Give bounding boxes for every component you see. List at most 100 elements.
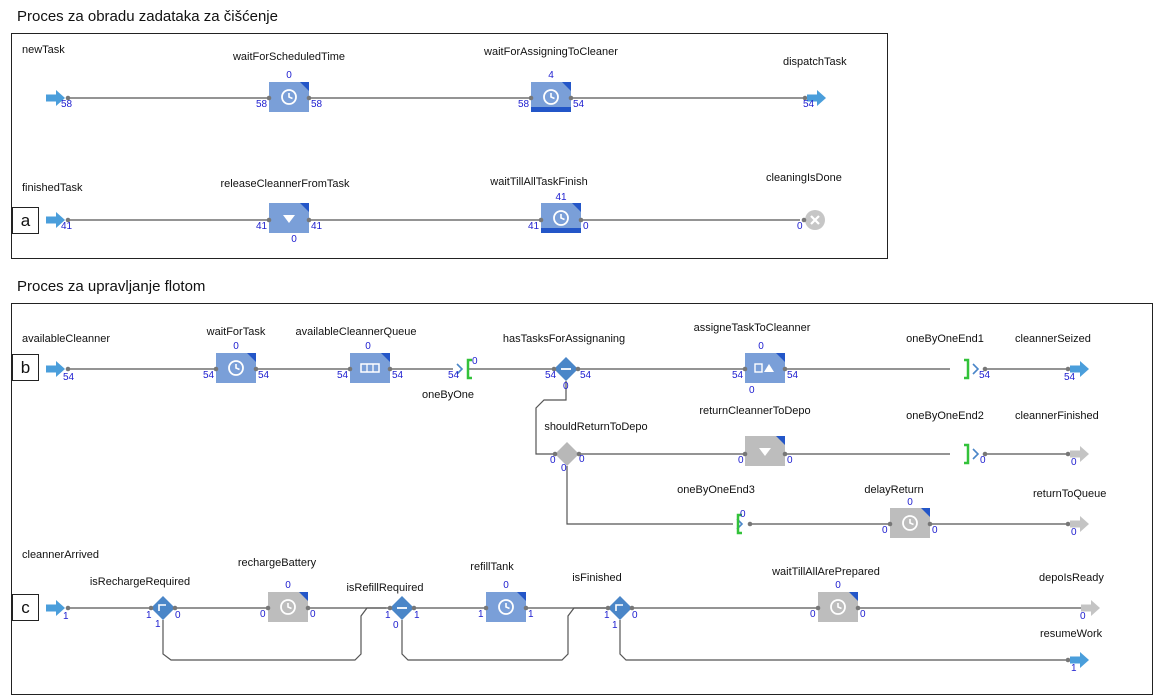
count-oneByOne-top: 0 [472,356,478,367]
label-waitTillAllArePrepared: waitTillAllArePrepared [771,566,880,578]
label-depoIsReady: depoIsReady [1039,572,1104,584]
oneByOneEnd2-bracket [964,443,970,465]
count-rechargeBattery-out: 0 [310,609,316,620]
block-corner-marker [300,203,309,212]
port [306,217,312,223]
connector-b-branch-down [535,381,567,455]
count-isFinished-out: 0 [632,610,638,621]
block-corner-marker [776,353,785,362]
port [801,217,807,223]
count-isRefillRequired-bottom: 0 [393,620,399,631]
shouldReturnToDepo-decision[interactable] [555,442,579,466]
count-availableCleannerQueue-top: 0 [365,341,371,352]
count-assigneTaskToCleanner-top: 0 [758,341,764,352]
finished-task-source-icon[interactable] [46,212,65,228]
port [576,451,582,457]
cleaning-is-done-sink-icon[interactable] [805,210,825,230]
clock-icon [553,210,569,226]
port [1065,521,1071,527]
count-delayReturn-top: 0 [907,497,913,508]
new-task-source-icon[interactable] [46,90,65,106]
available-cleanner-source-icon[interactable] [46,361,65,377]
count-returnCleannerToDepo-out: 0 [787,455,793,466]
port [982,366,988,372]
label-finishedTask: finishedTask [22,182,83,194]
label-returnToQueue: returnToQueue [1033,488,1106,500]
isRechargeRequired-decision[interactable] [151,596,175,620]
block-corner-marker [849,592,858,601]
count-waitTillAllArePrepared-top: 0 [835,580,841,591]
cleanner-finished-sink-icon[interactable] [1070,446,1089,462]
isFinished-decision[interactable] [608,596,632,620]
port [483,605,489,611]
port [802,95,808,101]
count-shouldReturnToDepo-bottom: 0 [561,463,567,474]
port [265,605,271,611]
label-isRefillRequired: isRefillRequired [346,582,423,594]
release-icon [283,215,295,223]
port [305,605,311,611]
count-isRechargeRequired-in: 1 [146,610,152,621]
port [538,217,544,223]
label-shouldReturnToDepo: shouldReturnToDepo [544,421,647,433]
count-waitTillAllArePrepared-out: 0 [860,609,866,620]
isRefillRequired-decision[interactable] [390,596,414,620]
count-waitForAssigningToCleaner-top: 4 [548,70,554,81]
cleanner-arrived-source-icon[interactable] [46,600,65,616]
count-rechargeBattery-top: 0 [285,580,291,591]
label-newTask: newTask [22,44,65,56]
connector-c-bypass-refill [401,607,608,661]
count-returnToQueue-in: 0 [1071,527,1077,538]
label-availableCleanner: availableCleanner [22,333,110,345]
port [855,605,861,611]
port [782,451,788,457]
label-cleannerArrived: cleannerArrived [22,549,99,561]
port [982,451,988,457]
count-returnCleannerToDepo-in: 0 [738,455,744,466]
label-oneByOne: oneByOne [422,389,474,401]
port [65,366,71,372]
port [172,605,178,611]
resume-work-sink-icon[interactable] [1070,652,1089,668]
count-refillTank-in: 1 [478,609,484,620]
assigneTaskToCleanner-block[interactable] [745,353,785,383]
clock-icon [902,515,918,531]
return-to-queue-sink-icon[interactable] [1070,516,1089,532]
label-cleannerSeized: cleannerSeized [1015,333,1091,345]
port [347,366,353,372]
depo-is-ready-sink-icon[interactable] [1081,600,1100,616]
count-depoIsReady-in: 0 [1080,611,1086,622]
count-hasTasksForAssignaning-bottom: 0 [563,381,569,392]
label-resumeWork: resumeWork [1040,628,1103,640]
count-delayReturn-in: 0 [882,525,888,536]
label-cleaningIsDone: cleaningIsDone [766,172,842,184]
dispatch-task-sink-icon[interactable] [807,90,826,106]
letter-label-a: a [12,207,39,234]
clock-icon [543,89,559,105]
label-oneByOneEnd3: oneByOneEnd3 [677,484,755,496]
count-waitForScheduledTime-out: 58 [311,99,323,110]
label-waitForScheduledTime: waitForScheduledTime [232,51,345,63]
count-oneByOneEnd2-out: 0 [980,455,986,466]
hasTasksForAssignaning-decision[interactable] [554,357,578,381]
count-newTask-out: 58 [61,99,73,110]
block-corner-marker [562,82,571,91]
label-releaseCleannerFromTask: releaseCleannerFromTask [221,178,350,190]
rechargeBattery-block[interactable] [268,592,308,622]
count-availableCleanner-out: 54 [63,372,75,383]
chevron-icon [972,363,980,375]
count-hasTasksForAssignaning-out: 54 [580,370,592,381]
queue-icon [360,363,380,373]
block-corner-marker [299,592,308,601]
count-isRefillRequired-in: 1 [385,610,391,621]
cleanner-seized-sink-icon[interactable] [1070,361,1089,377]
count-oneByOneEnd3-in: 0 [740,509,746,520]
count-rechargeBattery-in: 0 [260,609,266,620]
port [528,95,534,101]
count-waitTillAllTaskFinish-in: 41 [528,221,540,232]
count-oneByOne-in: 54 [448,370,460,381]
oneByOneEnd3-bracket [736,513,742,535]
availableCleannerQueue-block[interactable] [350,353,390,383]
block-corner-marker [572,203,581,212]
